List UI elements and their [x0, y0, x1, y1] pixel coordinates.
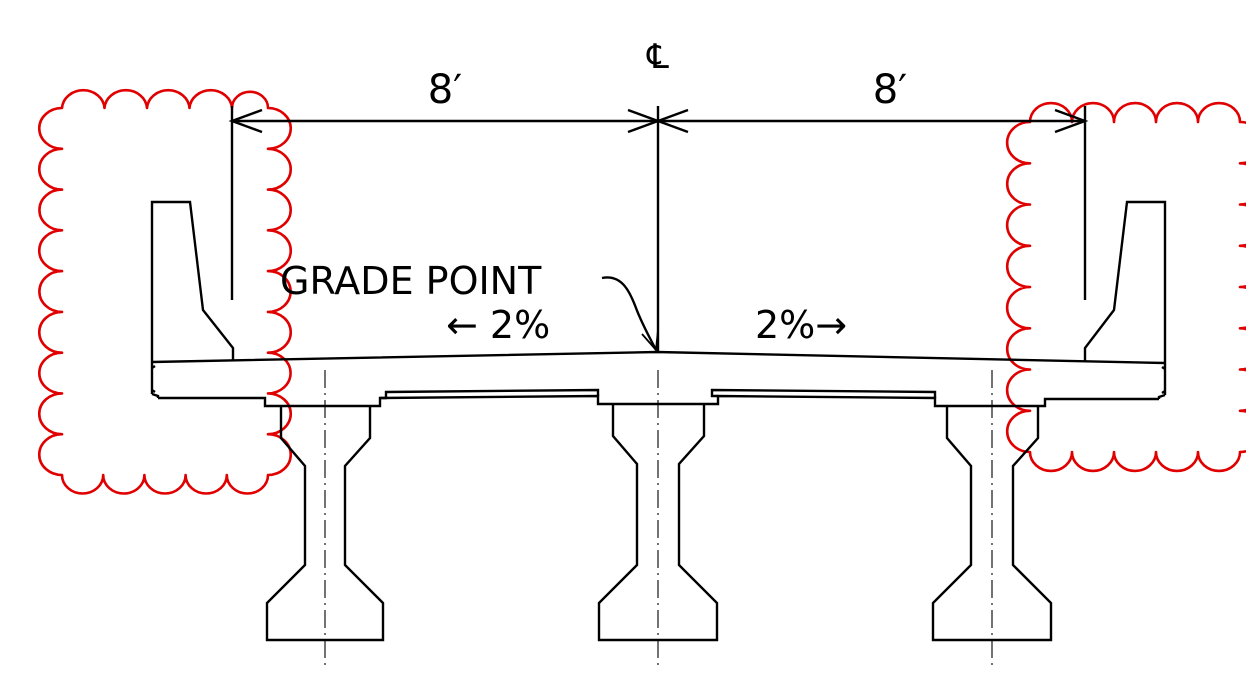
slope-right-label: 2%→	[755, 303, 847, 347]
grade-point-leader	[601, 276, 658, 351]
haunch-detail-left	[380, 388, 600, 400]
dimension-line	[228, 106, 1089, 300]
arrowhead-right	[1054, 108, 1089, 134]
revision-cloud-left	[37, 88, 293, 495]
dimension-right-label: 8′	[873, 67, 908, 113]
deck-right-edge	[1157, 363, 1167, 399]
grade-point-label: GRADE POINT	[280, 259, 542, 303]
deck-left-edge	[150, 362, 160, 398]
centerline-symbol: ℄	[646, 37, 669, 77]
dimension-left-label: 8′	[428, 67, 463, 113]
arrowhead-center-right	[654, 108, 689, 134]
barrier-left	[150, 200, 235, 362]
haunch-detail-center	[710, 388, 937, 398]
revision-cloud-right	[1005, 101, 1246, 473]
barrier-right	[1083, 200, 1167, 363]
arrowhead-left	[228, 108, 263, 134]
slope-left-label: ← 2%	[446, 303, 550, 347]
grade-point-leader-arrow	[641, 329, 659, 353]
